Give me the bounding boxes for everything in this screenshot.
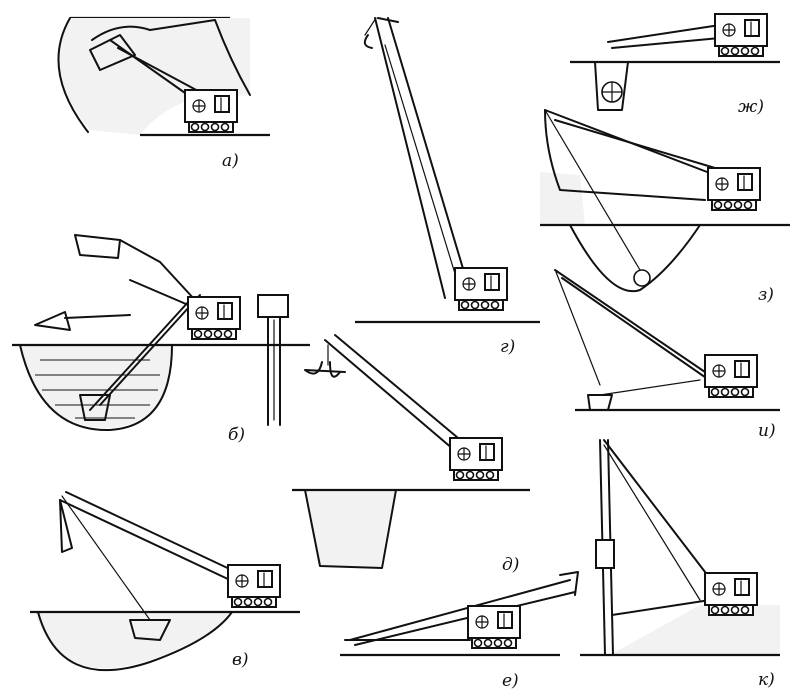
panel-b-backhoe: б) bbox=[12, 234, 310, 445]
panel-label-b: б) bbox=[228, 425, 245, 445]
panel-label-a: а) bbox=[222, 151, 239, 171]
panel-label-e: е) bbox=[502, 671, 519, 691]
panel-d-clamshell: д) bbox=[292, 334, 530, 575]
panel-v-dragline: в) bbox=[30, 491, 300, 672]
panel-k-pile-driver: к) bbox=[580, 439, 780, 690]
panel-label-g: г) bbox=[500, 337, 515, 357]
panel-label-z: з) bbox=[758, 285, 774, 305]
panel-label-v: в) bbox=[232, 650, 249, 670]
panel-a-front-shovel: а) bbox=[57, 16, 270, 171]
panel-zh-trencher: ж) bbox=[570, 13, 780, 117]
panel-z-dragline-bucket: з) bbox=[540, 109, 790, 305]
panel-label-d: д) bbox=[502, 555, 519, 575]
panel-label-k: к) bbox=[758, 670, 775, 690]
panel-g-crane: г) bbox=[355, 17, 540, 357]
panel-label-i: и) bbox=[758, 421, 776, 441]
panel-label-zh: ж) bbox=[738, 97, 764, 117]
panel-i-dragline-cable: и) bbox=[554, 269, 780, 441]
panel-e-transport: е) bbox=[340, 571, 579, 691]
